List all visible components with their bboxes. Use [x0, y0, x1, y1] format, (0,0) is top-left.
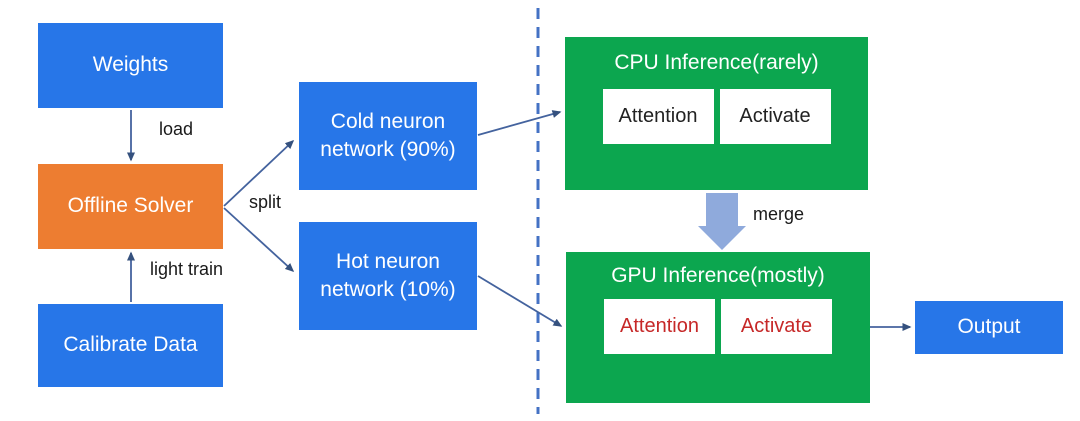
merge-edge-label: merge [753, 204, 805, 224]
gpu-inference-subrow: Attention Activate [604, 299, 832, 354]
cpu-inference-group: CPU Inference(rarely) Attention Activate [565, 37, 868, 190]
weights-label: Weights [92, 53, 169, 77]
offline-solver-label: Offline Solver [67, 194, 194, 218]
calibrate-data-node: Calibrate Data [38, 304, 223, 387]
cpu-inference-title: CPU Inference(rarely) [614, 51, 819, 74]
gpu-attention-box: Attention [604, 299, 715, 354]
gpu-activate-box: Activate [721, 299, 832, 354]
hot-neuron-network-label: Hot neuron network (10%) [320, 249, 456, 301]
weights-node: Weights [38, 23, 223, 108]
output-node: Output [915, 301, 1063, 354]
light-train-edge-label: light train [150, 259, 224, 279]
load-edge-label: load [159, 119, 194, 139]
cold-neuron-network-node: Cold neuron network (90%) [299, 82, 477, 190]
cpu-attention-box: Attention [602, 89, 714, 144]
cpu-activate-box: Activate [719, 89, 831, 144]
split-arrow-to-hot [223, 207, 295, 273]
cold-to-cpu-arrow [477, 110, 562, 136]
gpu-inference-title: GPU Inference(mostly) [611, 264, 825, 287]
merge-block-arrow [698, 193, 746, 250]
offline-solver-node: Offline Solver [38, 164, 223, 249]
hot-neuron-network-node: Hot neuron network (10%) [299, 222, 477, 330]
split-edge-label: split [249, 192, 282, 212]
cold-neuron-network-label: Cold neuron network (90%) [320, 109, 456, 161]
gpu-inference-group: GPU Inference(mostly) Attention Activate [566, 252, 870, 403]
calibrate-data-label: Calibrate Data [63, 333, 198, 357]
output-label: Output [957, 315, 1021, 339]
hot-to-gpu-arrow [477, 275, 563, 327]
cpu-inference-subrow: Attention Activate [602, 89, 831, 144]
